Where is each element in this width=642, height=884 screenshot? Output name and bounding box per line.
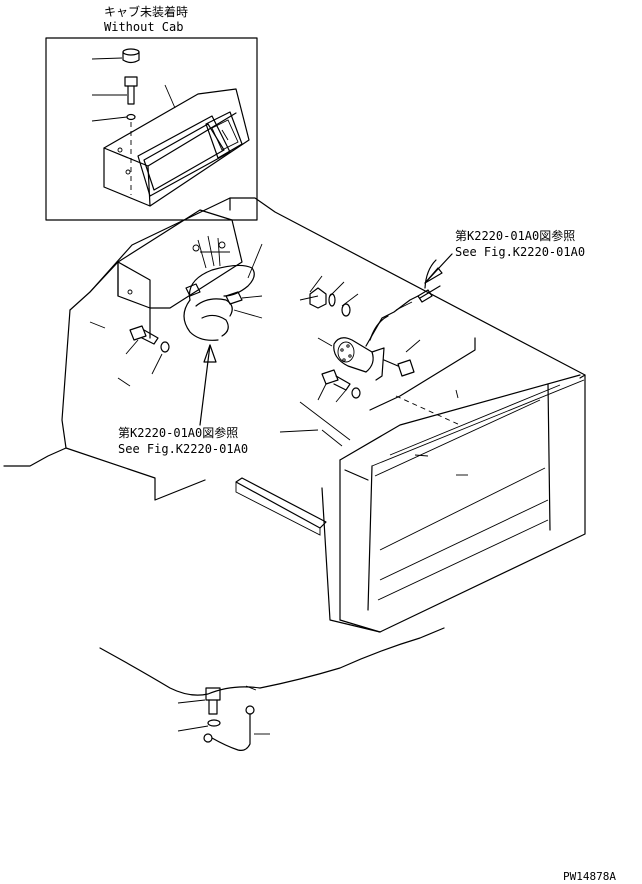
- reference-lower-ja: 第K2220-01A0図参照: [118, 425, 238, 440]
- reference-upper-en: See Fig.K2220-01A0: [455, 245, 585, 259]
- cap-part: [91, 48, 140, 64]
- machine-body: [3, 197, 586, 633]
- washer-part: [91, 113, 136, 122]
- harness-assembly: [183, 235, 263, 341]
- inset-title-en: Without Cab: [104, 20, 183, 34]
- figure-code: PW14878A: [563, 870, 616, 883]
- inset-frame: [45, 37, 258, 221]
- instrument-panel-cover: [103, 84, 250, 207]
- reference-upper: 第K2220-01A0図参照 See Fig.K2220-01A0: [424, 228, 585, 284]
- reference-lower-en: See Fig.K2220-01A0: [118, 442, 248, 456]
- inset-without-cab: キャブ未装着時 Without Cab: [45, 4, 258, 221]
- reference-upper-ja: 第K2220-01A0図参照: [455, 228, 575, 243]
- horn-assembly: [299, 259, 441, 403]
- bolt-part: [92, 76, 138, 105]
- bolt-washer-left: [125, 325, 170, 375]
- ground-cable-section: [99, 627, 445, 751]
- reference-lower: 第K2220-01A0図参照 See Fig.K2220-01A0: [118, 344, 248, 456]
- inset-title-ja: キャブ未装着時: [104, 4, 188, 19]
